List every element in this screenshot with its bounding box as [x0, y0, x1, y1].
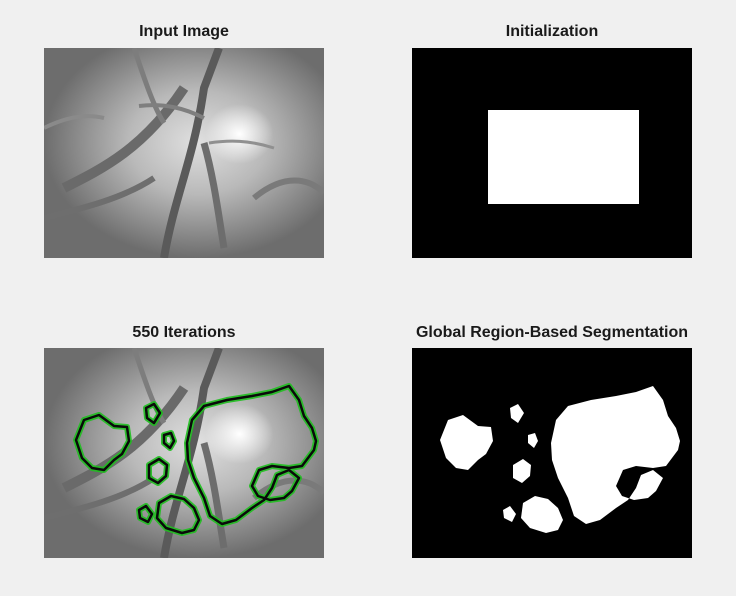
panel-title-segmentation: Global Region-Based Segmentation: [415, 324, 689, 341]
input-image-axes: [44, 48, 324, 258]
iterations-axes: [44, 348, 324, 558]
panel-title-input-image: Input Image: [139, 23, 229, 40]
initial-mask-rectangle: [488, 110, 639, 204]
initial-mask-image: [412, 48, 692, 258]
segmentation-axes: [412, 348, 692, 558]
segmentation-mask-image: [412, 348, 692, 558]
panel-title-initialization: Initialization: [505, 23, 599, 40]
segmented-regions: [440, 386, 680, 533]
segmentation-contours: [73, 383, 319, 536]
initialization-axes: [412, 48, 692, 258]
contour-overlay-image: [44, 348, 324, 558]
retina-image: [44, 48, 324, 258]
panel-title-iterations: 550 Iterations: [132, 324, 236, 341]
